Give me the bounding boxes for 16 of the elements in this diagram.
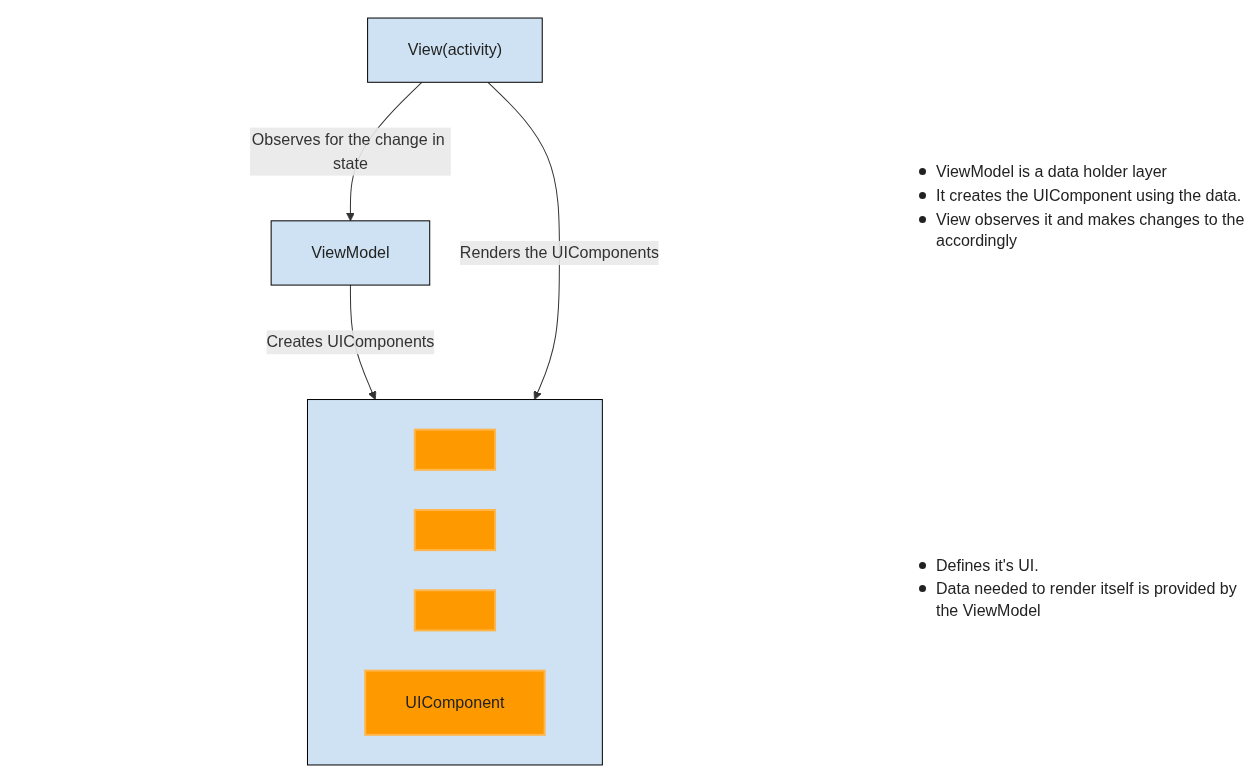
node-box <box>413 508 497 552</box>
bullet-note: View observes it and makes changes to the accordingly <box>936 209 1246 252</box>
edge-label: Observes for the change in state <box>251 130 445 172</box>
node-box: ViewModel <box>270 220 431 286</box>
node-box <box>413 589 497 632</box>
arrow <box>487 81 560 400</box>
bullet-note: Defines it's UI. <box>936 555 1039 576</box>
edge-label: Creates UIComponents <box>266 333 435 351</box>
bullet-note: Data needed to render itself is provided by the ViewModel <box>936 579 1238 621</box>
node-box: View(activity) <box>367 17 543 83</box>
bullet-note: ViewModel is a data holder layer <box>936 162 1167 183</box>
node-box: UIComponent <box>364 669 546 736</box>
edge-label: Renders the UIComponents <box>459 243 659 261</box>
cluster <box>307 399 603 766</box>
bullet-note: It creates the UIComponent using the data. <box>936 186 1242 207</box>
node-box <box>413 428 497 471</box>
